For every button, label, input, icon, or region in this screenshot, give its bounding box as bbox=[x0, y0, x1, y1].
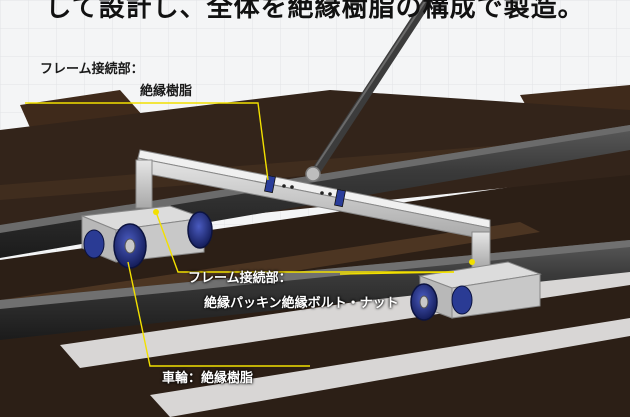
label-frame-joint-resin-value: 絶縁樹脂 bbox=[140, 84, 193, 99]
leader-lines bbox=[25, 102, 455, 367]
leader-frame-joint-bolt-right bbox=[339, 271, 455, 275]
label-frame-joint-resin-title: フレーム接続部： bbox=[40, 62, 144, 77]
label-wheel: 車輪：絶縁樹脂 bbox=[162, 371, 254, 386]
left-carriage bbox=[81, 205, 213, 269]
leader-frame-joint-resin bbox=[25, 102, 269, 181]
right-carriage bbox=[410, 259, 542, 321]
caption-fragment: して設計し、全体を絶縁樹脂の構成で製造。 bbox=[45, 0, 585, 23]
insulating-frame bbox=[135, 149, 491, 269]
label-frame-joint-bolt-title: フレーム接続部： bbox=[188, 271, 292, 286]
leader-wheel bbox=[127, 261, 310, 367]
label-frame-joint-bolt-value: 絶縁パッキン絶縁ボルト・ナット bbox=[204, 296, 399, 311]
leader-frame-joint-bolt bbox=[155, 211, 454, 273]
handle-pole bbox=[305, 0, 433, 182]
